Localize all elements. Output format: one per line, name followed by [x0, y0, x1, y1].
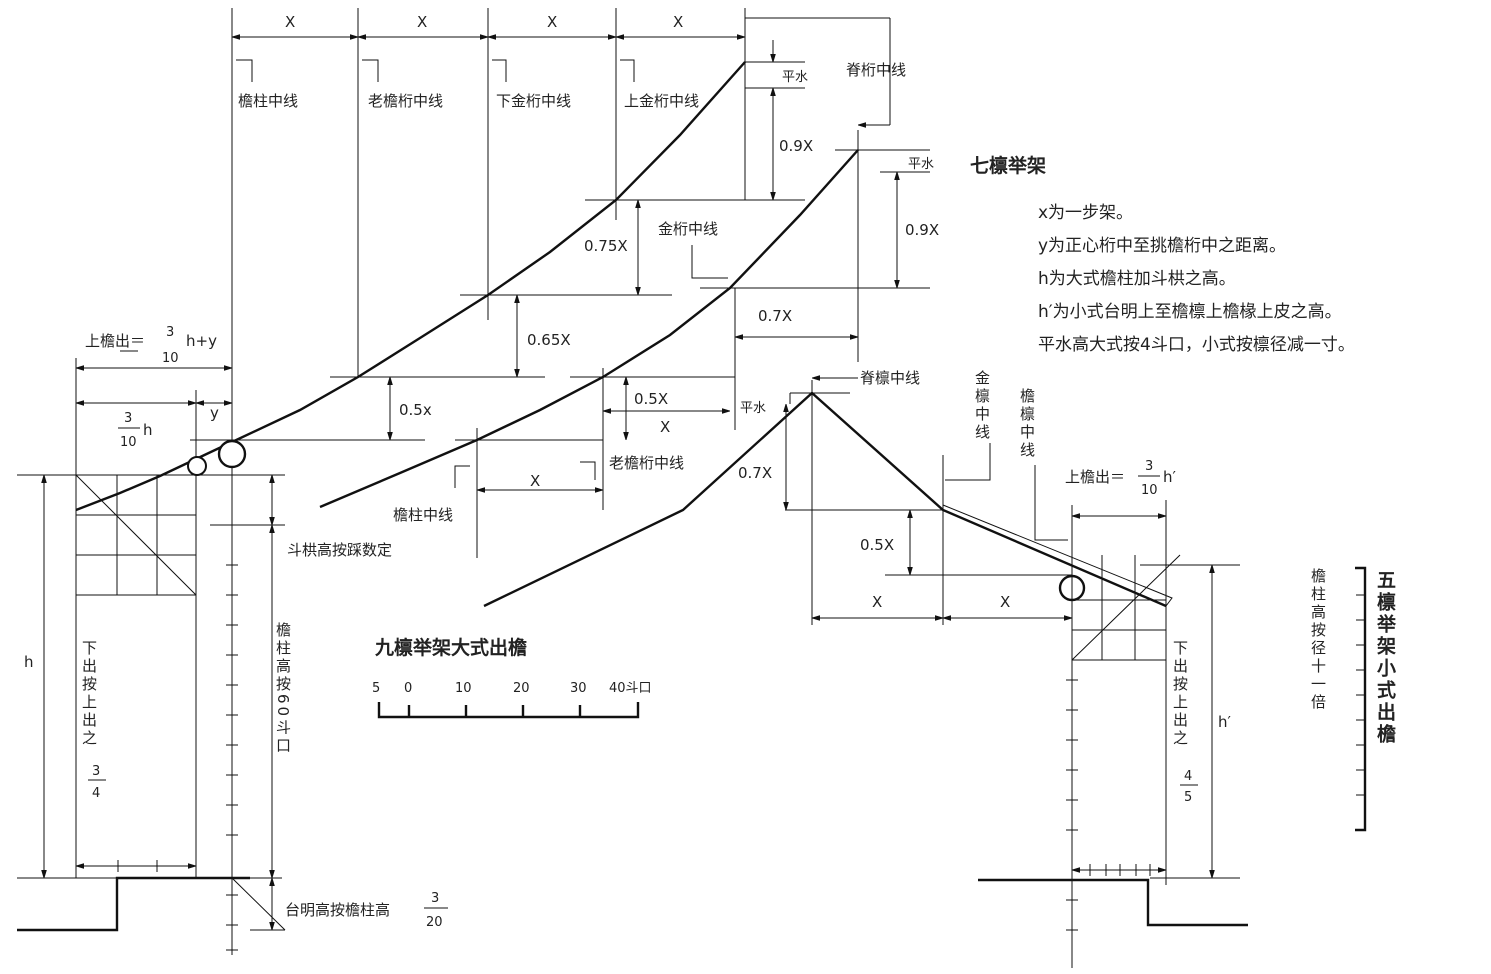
five-title: 五檩举架小式出檐	[1374, 570, 1397, 746]
platform-den: 20	[426, 915, 443, 930]
nine-step-dims	[232, 37, 773, 440]
five-eave-prefix: 上檐出＝	[1065, 468, 1125, 486]
five-rafter-top	[942, 504, 1173, 607]
label-ridge-five: 脊檩中线	[860, 369, 920, 387]
label-xiajin: 下金桁中线	[496, 92, 571, 110]
nine-step-1: X	[285, 13, 295, 31]
rise-065x: 0.65X	[527, 331, 571, 349]
down-out-note: 下出按上出之	[80, 640, 98, 748]
five-step-2: X	[1000, 593, 1010, 611]
five-bracket	[1355, 566, 1367, 832]
seven-lines	[454, 130, 930, 558]
five-lines	[785, 378, 1240, 968]
five-eave-suffix: h′	[1163, 468, 1177, 486]
eave-out-den: 10	[162, 351, 179, 366]
note-1: x为一步架。	[1038, 203, 1133, 223]
scale-20: 20	[513, 681, 530, 696]
five-platform	[978, 878, 1248, 927]
label-shangjin: 上金桁中线	[624, 92, 699, 110]
rise-seven-05x: 0.5X	[634, 390, 668, 408]
seven-step-1: X	[660, 418, 670, 436]
nine-step-2: X	[417, 13, 427, 31]
note-3: h为大式檐柱加斗栱之高。	[1038, 269, 1236, 289]
five-down-out-num: 4	[1184, 769, 1192, 784]
nine-platform	[17, 876, 250, 932]
five-col-height-note: 檐柱高按径十一倍	[1309, 568, 1327, 712]
eave-out-suffix: h+y	[186, 332, 217, 350]
seven-purlin-frame: 七檩举架 平水 0.9X 0.7X 0.5X X X 金桁中线 老檐桁中线 檐柱…	[319, 130, 1046, 558]
notes: x为一步架。 y为正心桁中至挑檐桁中之距离。 h为大式檐柱加斗栱之高。 h′为小…	[1038, 203, 1355, 355]
down-out-den: 4	[92, 786, 100, 801]
nine-purlin-frame: X X X X 檐柱中线 老檐桁中线 下金桁中线 上金桁中线 脊桁中线 平水 0…	[17, 8, 906, 955]
rise-09x: 0.9X	[779, 137, 813, 155]
nine-title: 九檩举架大式出檐	[374, 636, 527, 659]
label-laoyan: 老檐桁中线	[368, 92, 443, 110]
five-rafter	[483, 391, 1167, 608]
bracket-ticks	[1356, 594, 1365, 796]
hprime-label: h′	[1218, 713, 1232, 731]
nine-step-3: X	[547, 13, 557, 31]
scale-0: 0	[404, 681, 412, 696]
five-down-out-note: 下出按上出之	[1171, 640, 1189, 748]
note-2: y为正心桁中至挑檐桁中之距离。	[1038, 236, 1286, 256]
rise-075x: 0.75X	[584, 237, 628, 255]
five-down-out-den: 5	[1184, 790, 1192, 805]
platform-note: 台明高按檐柱高	[285, 901, 390, 919]
rise-05x: 0.5x	[399, 401, 432, 419]
note-5: 平水高大式按4斗口，小式按檩径减一寸。	[1038, 335, 1355, 355]
nine-step-4: X	[673, 13, 683, 31]
pingshui-nine: 平水	[782, 70, 808, 85]
five-purlin-frame: 脊檩中线 平水 0.7X 0.5X X X 金檩中线 檐檩中线 上檐出＝ 3 1…	[483, 369, 1397, 968]
purlin-circle	[217, 439, 247, 469]
seven-step-2: X	[530, 472, 540, 490]
nine-rafter-curve	[75, 61, 746, 512]
nine-centerlines	[190, 8, 891, 955]
label-laoyan-seven: 老檐桁中线	[609, 454, 684, 472]
eave-out-num: 3	[166, 325, 174, 340]
label-jin-five: 金檩中线	[973, 370, 991, 442]
scale-30: 30	[570, 681, 587, 696]
label-ridge-nine: 脊桁中线	[846, 61, 906, 79]
rise-five-05x: 0.5X	[860, 536, 894, 554]
pingshui-five: 平水	[740, 401, 766, 416]
five-eave-den: 10	[1141, 483, 1158, 498]
y-label: y	[210, 404, 219, 422]
eave-part-num: 3	[124, 411, 132, 426]
scale-5: 5	[372, 681, 380, 696]
note-4: h′为小式台明上至檐檩上檐椽上皮之高。	[1038, 302, 1342, 322]
col-height-note: 檐柱高按60斗口	[274, 622, 292, 755]
scale-10: 10	[455, 681, 472, 696]
label-jin-seven: 金桁中线	[658, 220, 718, 238]
scale-bar	[377, 702, 640, 719]
eave-part-den: 10	[120, 435, 137, 450]
rise-seven-09x: 0.9X	[905, 221, 939, 239]
pingshui-seven: 平水	[908, 157, 934, 172]
down-out-num: 3	[92, 764, 100, 779]
label-yanzhu: 檐柱中线	[238, 92, 298, 110]
h-label: h	[24, 653, 34, 671]
rise-five-07x: 0.7X	[738, 464, 772, 482]
label-yan-five: 檐檩中线	[1018, 388, 1036, 460]
eave-part-suffix: h	[143, 421, 153, 439]
seven-rafter-curve	[319, 149, 859, 509]
five-eave-num: 3	[1145, 459, 1153, 474]
dougong-note: 斗栱高按踩数定	[287, 541, 392, 559]
seven-title: 七檩举架	[970, 154, 1046, 177]
rise-seven-07x: 0.7X	[758, 307, 792, 325]
five-step-1: X	[872, 593, 882, 611]
label-yanzhu-seven: 檐柱中线	[393, 506, 453, 524]
platform-num: 3	[431, 891, 439, 906]
eave-out-prefix: 上檐出＝	[85, 332, 145, 350]
scale-40: 40斗口	[609, 681, 652, 696]
purlin-circle-small	[187, 456, 207, 476]
